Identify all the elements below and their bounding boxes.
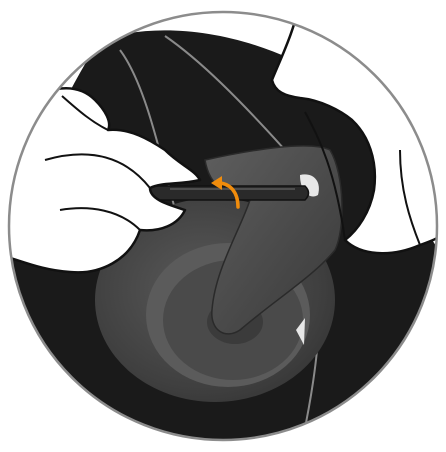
axle-pin-body xyxy=(147,186,309,200)
axle-pin xyxy=(147,186,309,200)
